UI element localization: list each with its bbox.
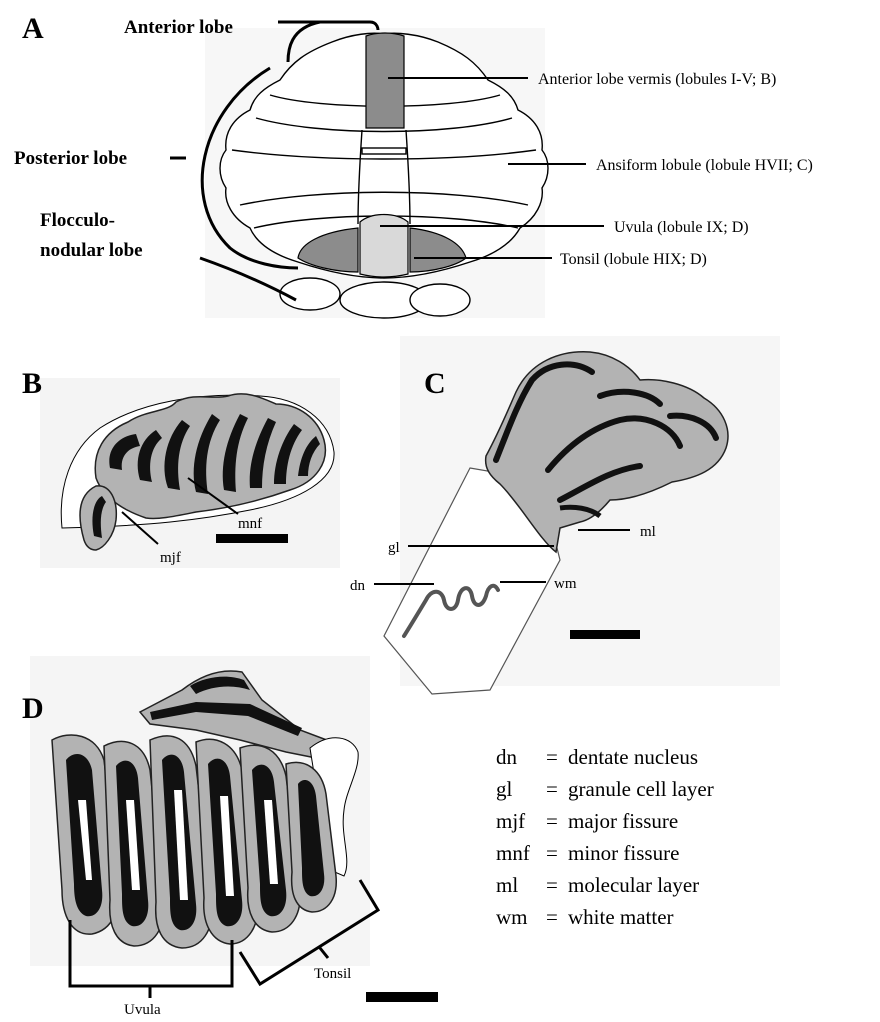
legend-row: mnf = minor fissure	[496, 841, 679, 865]
legend-meaning: minor fissure	[568, 841, 679, 865]
mnf-label: mnf	[238, 516, 262, 532]
legend-abbr: gl	[496, 777, 513, 801]
legend-row: wm = white matter	[496, 905, 674, 929]
legend-row: gl = granule cell layer	[496, 777, 714, 801]
legend-meaning: white matter	[568, 905, 674, 929]
legend-row: mjf = major fissure	[496, 809, 678, 833]
legend-sep: =	[546, 873, 558, 897]
legend-meaning: major fissure	[568, 809, 678, 833]
panel-c-letter: C	[424, 367, 446, 400]
legend-abbr: ml	[496, 873, 518, 897]
legend-abbr: mjf	[496, 809, 525, 833]
anterior-vermis-callout: Anterior lobe vermis (lobules I-V; B)	[538, 71, 776, 88]
panel-c: C gl ml dn wm	[350, 336, 780, 694]
tonsil-bracket-label: Tonsil	[314, 966, 351, 982]
tonsil-callout: Tonsil (lobule HIX; D)	[560, 251, 707, 268]
uvula-shade	[360, 215, 408, 278]
legend-sep: =	[546, 905, 558, 929]
legend-sep: =	[546, 809, 558, 833]
panel-d-scale-bar	[366, 992, 438, 1002]
legend-sep: =	[546, 745, 558, 769]
mjf-label: mjf	[160, 550, 181, 566]
panel-a: A Anterior lobe Poste	[14, 12, 813, 318]
panel-b-letter: B	[22, 367, 42, 400]
legend-meaning: granule cell layer	[568, 777, 714, 801]
vermis-fissure	[362, 148, 406, 154]
legend-meaning: dentate nucleus	[568, 745, 698, 769]
ml-label: ml	[640, 524, 656, 540]
flocculonodular-label-line2: nodular lobe	[40, 240, 143, 261]
legend-sep: =	[546, 841, 558, 865]
panel-d-letter: D	[22, 692, 44, 725]
anterior-lobe-label: Anterior lobe	[124, 17, 233, 38]
legend-meaning: molecular layer	[568, 873, 699, 897]
legend-sep: =	[546, 777, 558, 801]
dn-label: dn	[350, 578, 366, 594]
panel-c-scale-bar	[570, 630, 640, 639]
uvula-callout: Uvula (lobule IX; D)	[614, 219, 749, 236]
posterior-lobe-label: Posterior lobe	[14, 148, 127, 169]
legend-abbr: mnf	[496, 841, 530, 865]
legend-abbr: wm	[496, 905, 528, 929]
ansiform-callout: Ansiform lobule (lobule HVII; C)	[596, 157, 813, 174]
wm-label: wm	[554, 576, 577, 592]
panel-a-letter: A	[22, 12, 44, 45]
legend-abbr: dn	[496, 745, 518, 769]
panel-b: B mnf mjf	[22, 367, 340, 568]
gl-label: gl	[388, 540, 400, 556]
legend-row: dn = dentate nucleus	[496, 745, 698, 769]
legend-row: ml = molecular layer	[496, 873, 699, 897]
flocculus-right	[410, 284, 470, 316]
anterior-vermis-shade	[366, 33, 404, 128]
panel-d: D Uvula	[22, 656, 438, 1018]
uvula-bracket-label: Uvula	[124, 1002, 161, 1018]
panel-b-scale-bar	[216, 534, 288, 543]
abbreviation-legend: dn = dentate nucleus gl = granule cell l…	[496, 745, 714, 929]
flocculonodular-label-line1: Flocculo-	[40, 210, 115, 231]
flocculus-left	[280, 278, 340, 310]
